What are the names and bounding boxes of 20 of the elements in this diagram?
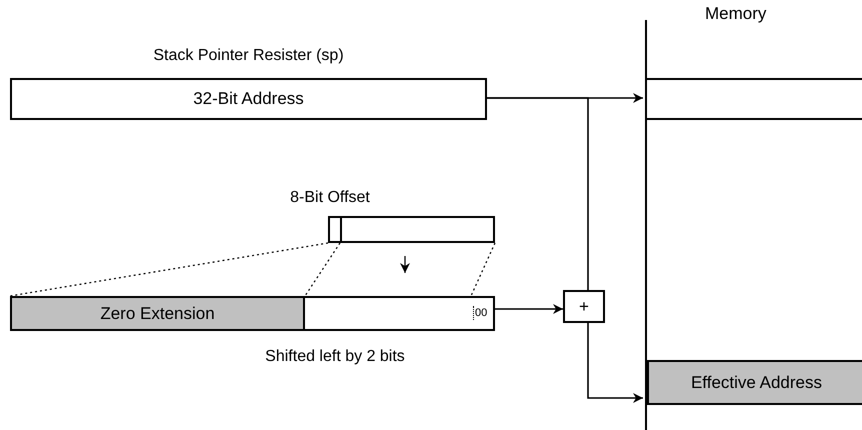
dotted-line: [304, 242, 340, 296]
arrow: [400, 256, 410, 273]
field-heading: 8-Bit Offset: [289, 188, 371, 208]
plus-sign: +: [578, 296, 590, 316]
memory-cell: [647, 360, 862, 405]
segment-label: Zero Extension: [99, 304, 216, 324]
cell-label: Effective Address: [690, 372, 824, 392]
low-bits-label: 00: [473, 306, 488, 320]
adder-box: [563, 290, 605, 323]
extended-value-bar: [10, 296, 495, 331]
dotted-line: [10, 242, 328, 297]
note-text: Shifted left by 2 bits: [264, 347, 406, 367]
connector-line: [487, 97, 589, 290]
memory-slot: [647, 78, 862, 120]
column-heading: Memory: [705, 4, 766, 24]
arrow: [587, 323, 643, 403]
arrow: [495, 304, 563, 314]
dotted-line: [470, 242, 496, 296]
field-label: 32-Bit Address: [192, 89, 305, 109]
register-heading: Stack Pointer Resister (sp): [152, 46, 345, 66]
